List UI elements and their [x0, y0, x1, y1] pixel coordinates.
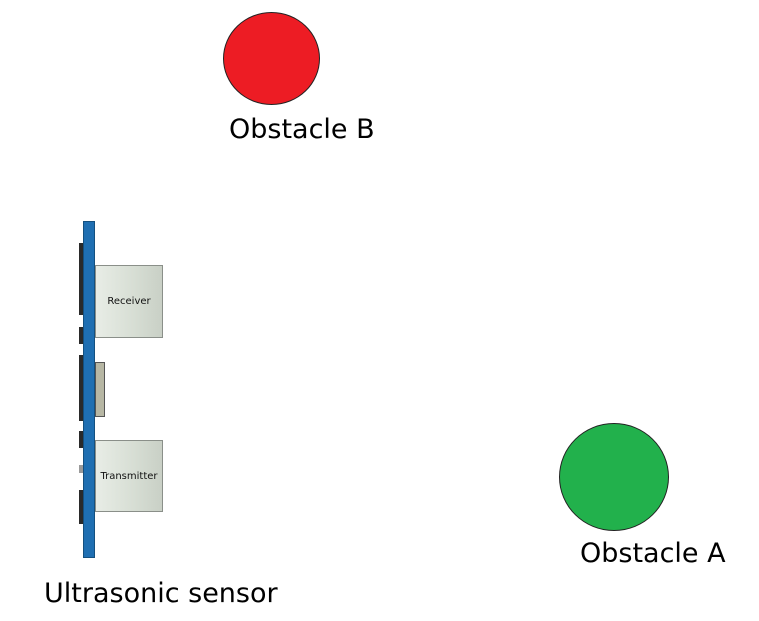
sensor-board: [83, 221, 95, 558]
transmitter-transducer: Transmitter: [95, 440, 163, 512]
sensor-pin: [79, 431, 83, 448]
obstacle-b-circle: [223, 12, 320, 105]
sensor-crystal: [95, 362, 105, 417]
obstacle-a-label: Obstacle A: [580, 538, 726, 569]
receiver-label: Receiver: [107, 296, 151, 307]
obstacle-b-label: Obstacle B: [229, 114, 375, 145]
obstacle-a-circle: [559, 423, 669, 531]
sensor-pin: [79, 243, 83, 315]
transmitter-label: Transmitter: [100, 470, 158, 482]
sensor-pin: [79, 490, 83, 524]
receiver-transducer: Receiver: [95, 265, 163, 338]
sensor-pin: [79, 327, 83, 344]
sensor-label: Ultrasonic sensor: [44, 578, 278, 609]
sensor-pin: [79, 355, 83, 421]
sensor-pin: [79, 465, 83, 473]
